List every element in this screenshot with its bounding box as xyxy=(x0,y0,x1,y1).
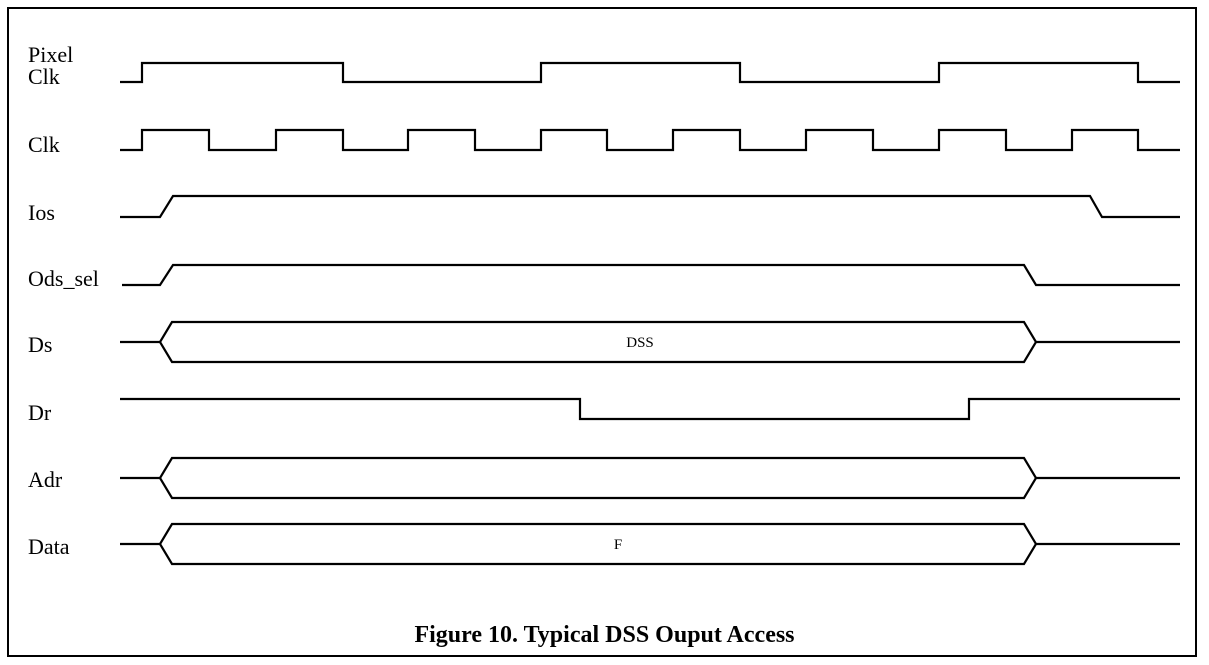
waveform-ods-sel xyxy=(122,263,1180,287)
label-ds: Ds xyxy=(28,332,53,357)
bus-ds xyxy=(120,320,1180,364)
label-dr: Dr xyxy=(28,400,52,425)
label-pixel-line2: Clk xyxy=(28,64,60,89)
waveform-ios xyxy=(120,194,1180,219)
label-adr: Adr xyxy=(28,467,63,492)
label-ios: Ios xyxy=(28,200,55,225)
waveform-dr xyxy=(120,397,1180,421)
waveform-pixel-clk xyxy=(120,61,1180,84)
bus-adr xyxy=(120,456,1180,500)
bus-data-text: F xyxy=(614,537,622,553)
label-ods-sel: Ods_sel xyxy=(28,266,99,291)
label-data: Data xyxy=(28,534,70,559)
figure-caption: Figure 10. Typical DSS Ouput Access xyxy=(414,622,795,648)
waveform-clk xyxy=(120,128,1180,152)
label-clk: Clk xyxy=(28,132,60,157)
bus-ds-text: DSS xyxy=(626,335,654,351)
figure-frame xyxy=(7,7,1197,657)
label-pixel-line1: Pixel xyxy=(28,42,74,67)
bus-data xyxy=(120,522,1180,566)
